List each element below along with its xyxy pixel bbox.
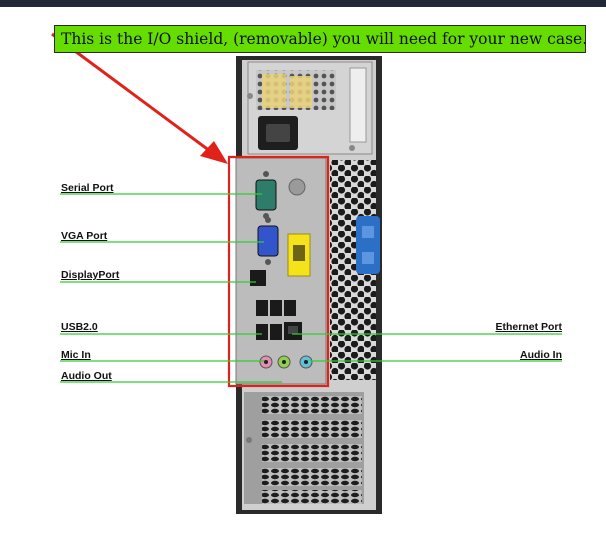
power-supply — [247, 62, 372, 154]
audio-out-label: Audio Out — [61, 370, 112, 382]
case-latch — [356, 216, 380, 274]
usb-label: USB2.0 — [61, 321, 98, 333]
callout-box: This is the I/O shield, (removable) you … — [54, 25, 586, 53]
expansion-slots — [244, 392, 374, 504]
vga-port-label: VGA Port — [61, 230, 107, 242]
displayport-icon — [250, 270, 266, 286]
io-shield — [236, 158, 326, 384]
displayport-label: DisplayPort — [61, 269, 119, 281]
serial-port-label: Serial Port — [61, 182, 114, 194]
ethernet-port-label: Ethernet Port — [470, 321, 562, 333]
vga-port-icon — [258, 226, 278, 256]
mic-in-label: Mic In — [61, 349, 91, 361]
pointer-arrow-icon — [52, 34, 228, 164]
serial-port-icon — [256, 180, 276, 210]
audio-in-label: Audio In — [470, 349, 562, 361]
